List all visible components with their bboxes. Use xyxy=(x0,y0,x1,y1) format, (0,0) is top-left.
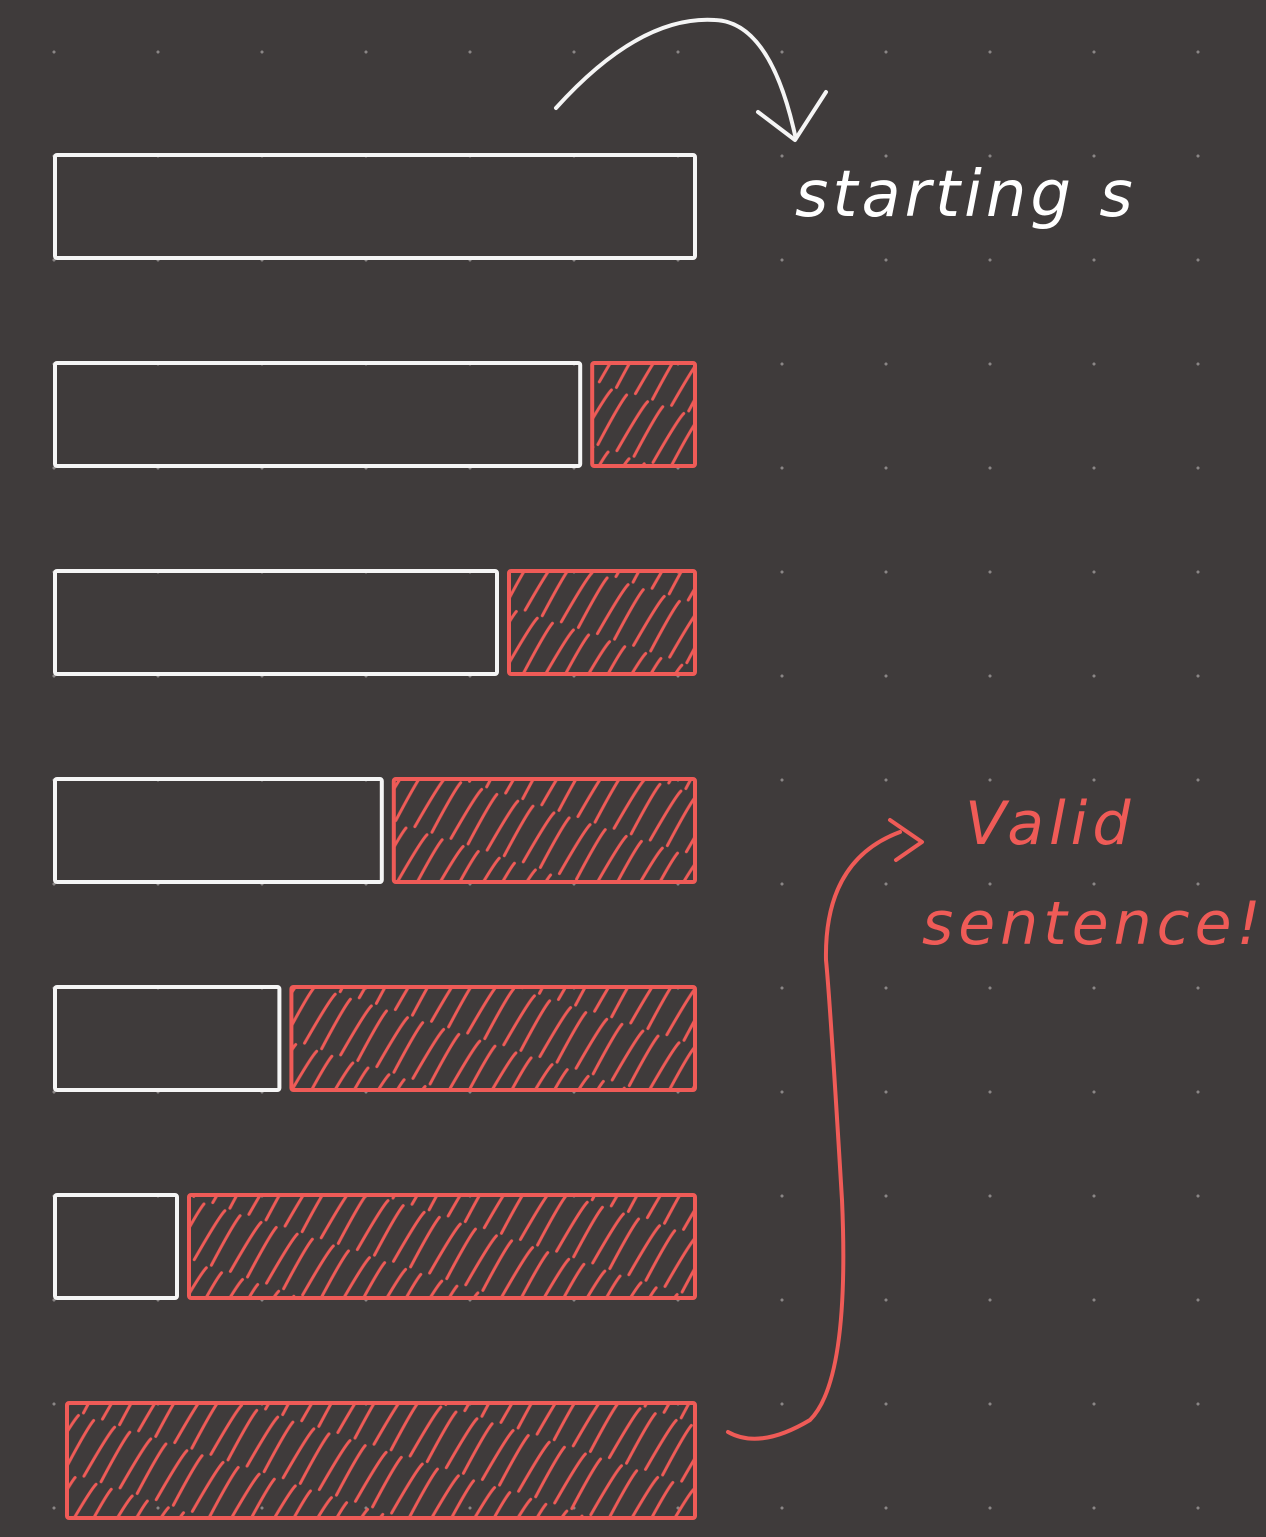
bar-5-white-segment xyxy=(53,985,282,1092)
bar-6 xyxy=(53,1193,697,1300)
bar-7-red-segment xyxy=(65,1401,697,1520)
valid-arrow-head xyxy=(888,818,924,862)
bar-3-red-segment xyxy=(507,569,697,676)
bar-6-red-segment xyxy=(187,1193,697,1300)
bar-4 xyxy=(53,777,697,884)
bar-2-red-segment xyxy=(590,361,698,468)
bar-4-red-segment xyxy=(391,777,697,884)
bar-1-white-segment xyxy=(53,153,697,260)
valid-label: Valid xyxy=(965,789,1136,859)
bar-5 xyxy=(53,985,697,1092)
sentence-label: sentence! xyxy=(922,889,1266,959)
bar-3 xyxy=(53,569,697,676)
bar-4-white-segment xyxy=(53,777,384,884)
start-arrow-curve xyxy=(554,17,797,137)
start-arrow-head xyxy=(756,90,828,142)
bar-3-white-segment xyxy=(53,569,499,676)
bar-6-white-segment xyxy=(53,1193,179,1300)
bar-2-white-segment xyxy=(53,361,583,468)
valid-arrow-curve xyxy=(726,830,902,1441)
bar-2 xyxy=(53,361,698,468)
bar-1 xyxy=(53,153,697,260)
bar-5-red-segment xyxy=(289,985,697,1092)
bar-7 xyxy=(65,1401,697,1520)
starting-s-label: starting s xyxy=(795,158,1137,232)
